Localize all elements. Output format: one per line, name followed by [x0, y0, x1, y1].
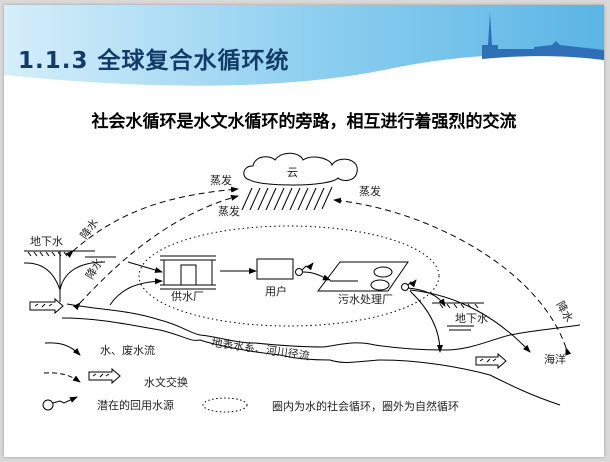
cloud-icon: [243, 152, 358, 186]
slide: 1.1.3 全球复合水循环统 社会水循环是水文水循环的旁路，相互进行着强烈的交流: [4, 5, 604, 457]
legend-circle-note-label: 圈内为水的社会循环，圈外为自然循环: [272, 399, 459, 413]
legend-dashed-icon: [43, 372, 81, 383]
water-plant-label: 供水厂: [171, 289, 204, 303]
evaporation-label: 蒸发: [218, 204, 240, 218]
social-cycle-ellipse: [138, 225, 440, 327]
hydro-exchange-arrow-icon: [475, 352, 507, 370]
legend-hydro-exchange-label: 水文交换: [144, 375, 188, 389]
water-cycle-diagram: 云 蒸发 蒸发 蒸发 降水 降水 降水 地下水 地下水 供水厂 用户 污水处理厂…: [23, 152, 581, 413]
sewage-plant-icon: [316, 261, 409, 292]
evaporation-arrow-right: [333, 197, 572, 356]
ocean-label: 海洋: [544, 352, 566, 366]
rain-hatching: [241, 186, 333, 211]
surface-water-label: 地表水系、河川径流: [211, 335, 311, 363]
groundwater-label: 地下水: [455, 312, 488, 325]
user-box-icon: [256, 258, 294, 280]
water-plant-icon: [160, 255, 216, 290]
legend-ellipse-icon: [202, 397, 248, 413]
river-upper-bank: [66, 303, 581, 351]
evaporation-arrow-inner: [73, 194, 239, 311]
evaporation-label: 蒸发: [359, 184, 381, 198]
reuse-source-icon: [295, 268, 303, 276]
evaporation-label: 蒸发: [210, 173, 232, 187]
legend-water-flow-label: 水、废水流: [100, 343, 155, 357]
river-lower-bank: [61, 317, 561, 406]
page-subtitle: 社会水循环是水文水循环的旁路，相互进行着强烈的交流: [91, 112, 517, 132]
sewage-plant-label: 污水处理厂: [338, 293, 393, 306]
church-skyline-icon: [482, 13, 604, 60]
user-label: 用户: [265, 284, 287, 298]
evaporation-arrow-left: [65, 186, 239, 258]
cloud-label: 云: [287, 166, 298, 179]
header-banner: [4, 5, 604, 86]
legend-reuse-source-label: 潜在的回用水源: [97, 398, 174, 412]
page-title: 1.1.3 全球复合水循环统: [18, 48, 290, 74]
precipitation-label: 降水: [77, 216, 101, 242]
legend-flow-icon: [44, 342, 81, 356]
groundwater-label: 地下水: [30, 235, 63, 248]
hydro-exchange-arrow-icon: [29, 297, 64, 315]
legend-hatch-arrow-icon: [88, 367, 121, 385]
precipitation-label: 降水: [82, 255, 105, 281]
precipitation-label: 降水: [553, 299, 576, 325]
legend-reuse-icon: [42, 399, 54, 411]
